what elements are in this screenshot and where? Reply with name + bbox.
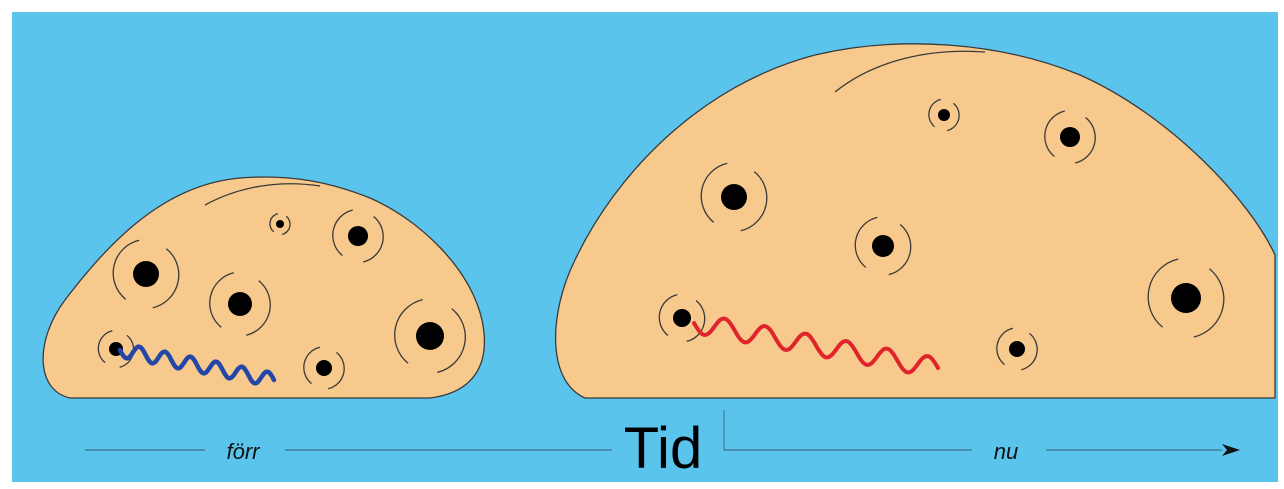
label-before: förr	[227, 439, 262, 464]
label-time: Tid	[624, 416, 702, 481]
label-now: nu	[994, 439, 1018, 464]
